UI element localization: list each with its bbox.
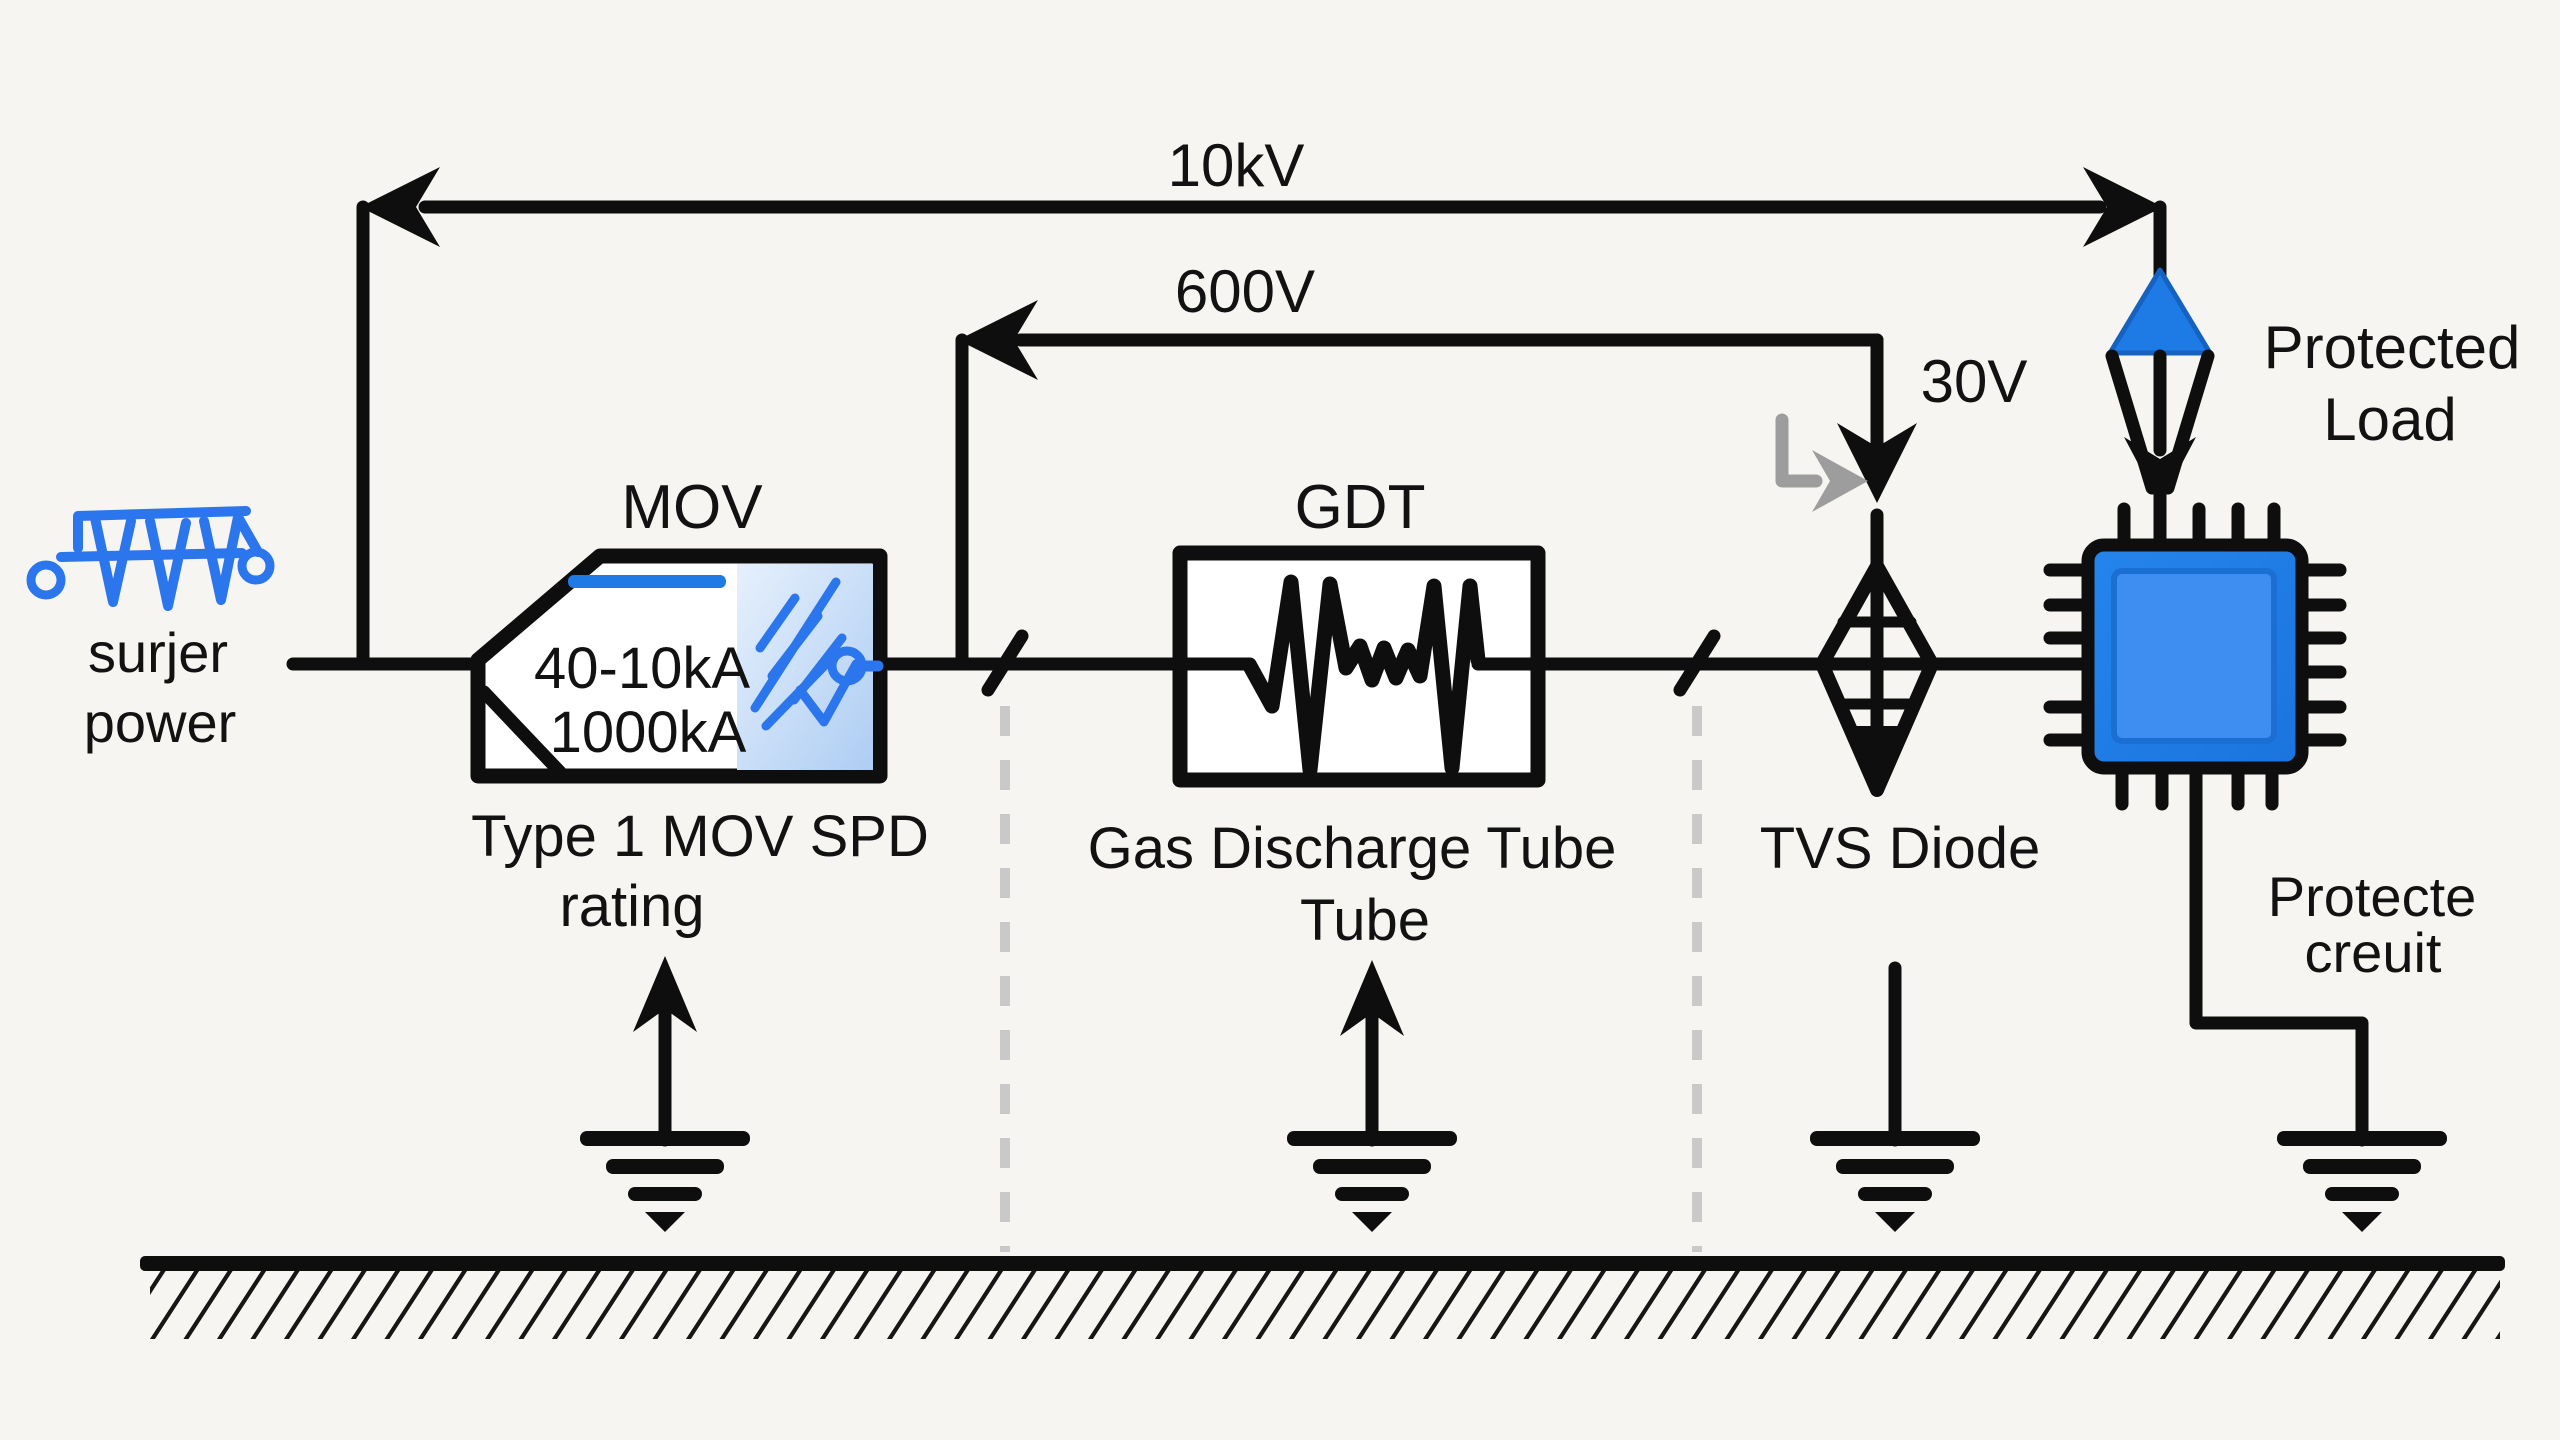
chip-ground-wire [2189, 761, 2369, 1147]
tvs-caption: TVS Diode [1760, 816, 2040, 881]
arrowhead-10kv-left [360, 167, 440, 247]
mov-box-notch [477, 685, 567, 779]
label-10kv: 10kV [1168, 132, 1305, 199]
mov-blue-bar [568, 575, 726, 588]
protected-load-symbol: Protected Load [2105, 267, 2521, 552]
load-caption-line2: Load [2323, 386, 2456, 453]
mov-ground-symbol [580, 956, 750, 1232]
earth-ground-plane [140, 1256, 2505, 1339]
mov-varistor-glyph [750, 577, 884, 731]
protected-circuit-caption-line1: Protecte [2268, 865, 2477, 928]
mov-stage: 40-10kA 1000kA MOV Type 1 MOV SPD rating [470, 473, 929, 939]
gray-arrow-elbow [1775, 413, 1823, 488]
arrowhead-600v-left [958, 300, 1038, 380]
mov-caption-line2: rating [559, 874, 704, 939]
source-caption-line1: surjer [88, 621, 228, 684]
surge-icon-left-terminal [26, 560, 66, 600]
source-caption-line2: power [84, 691, 237, 754]
wire-break-slash-2 [1673, 629, 1721, 697]
surge-source-icon [26, 506, 275, 611]
arrowhead-30v-down [1837, 423, 1917, 503]
mov-caption-line1: Type 1 MOV SPD [471, 804, 929, 869]
gray-arrowhead-right [1812, 450, 1868, 512]
label-30v: 30V [1921, 348, 2028, 415]
gdt-ground-symbol [1287, 960, 1457, 1232]
tvs-stage: TVS Diode 30V [1760, 348, 2040, 881]
arrowhead-10kv-right [2083, 167, 2163, 247]
gdt-caption-line1: Gas Discharge Tube [1088, 816, 1617, 881]
mov-ground-up-arrowhead [633, 956, 697, 1032]
tvs-diamond-rungs [1818, 616, 1936, 710]
tvs-solid-tip [1843, 726, 1911, 796]
gdt-element-squiggle [1242, 574, 1486, 778]
protected-circuit-caption-line2: creuit [2305, 921, 2442, 984]
mov-rating-line2: 1000kA [550, 700, 747, 765]
gray-pointer-arrow [1775, 413, 1868, 512]
ground-plane-hatching [150, 1271, 2500, 1339]
gdt-ground-up-arrowhead [1340, 960, 1404, 1036]
label-600v: 600V [1175, 258, 1315, 325]
ground-plane-bar [140, 1256, 2505, 1271]
gdt-label: GDT [1295, 473, 1426, 542]
chip-icon: Protecte creuit [2043, 502, 2477, 1147]
load-blue-triangle [2107, 267, 2213, 356]
load-caption-line1: Protected [2264, 314, 2521, 381]
mov-rating-line1: 40-10kA [534, 636, 750, 701]
mov-label: MOV [621, 473, 763, 542]
tvs-ground-symbol [1810, 961, 1980, 1232]
load-arrowhead-down [2124, 437, 2196, 505]
gdt-stage: GDT Gas Discharge Tube Tube [1088, 473, 1617, 953]
chip-ground-symbol [2277, 1131, 2447, 1232]
wire-break-slash-1 [981, 629, 1029, 697]
gdt-caption-line2: Tube [1300, 888, 1430, 953]
chip-die [2111, 568, 2277, 744]
arrowheads [360, 167, 2163, 503]
surge-waveform-icon [90, 512, 263, 611]
